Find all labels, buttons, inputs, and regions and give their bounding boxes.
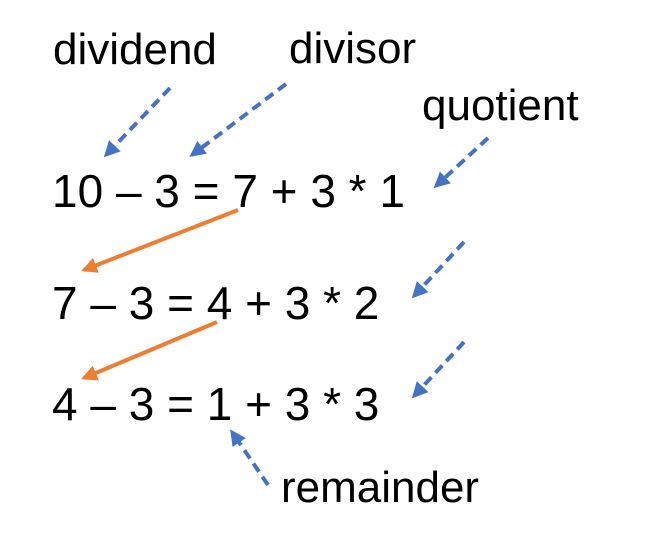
flow-arrow-2 (81, 320, 218, 381)
dividend-label: dividend (53, 25, 217, 74)
equation-line-3: 4 – 3 = 1 + 3 * 3 (52, 378, 380, 430)
equation-line-2: 7 – 3 = 4 + 3 * 2 (52, 277, 380, 329)
remainder-arrow (230, 429, 270, 487)
dividend-arrow (103, 86, 172, 158)
divisor-arrow (189, 82, 288, 157)
quotient-label: quotient (422, 81, 579, 130)
remainder-label: remainder (281, 463, 480, 512)
divisor-label: divisor (289, 24, 417, 73)
quotient-arrow-1 (433, 136, 490, 189)
flow-arrow-1 (81, 208, 239, 273)
quotient-arrow-2 (411, 240, 466, 299)
quotient-arrow-3 (411, 340, 466, 399)
equation-line-1: 10 – 3 = 7 + 3 * 1 (52, 165, 405, 217)
